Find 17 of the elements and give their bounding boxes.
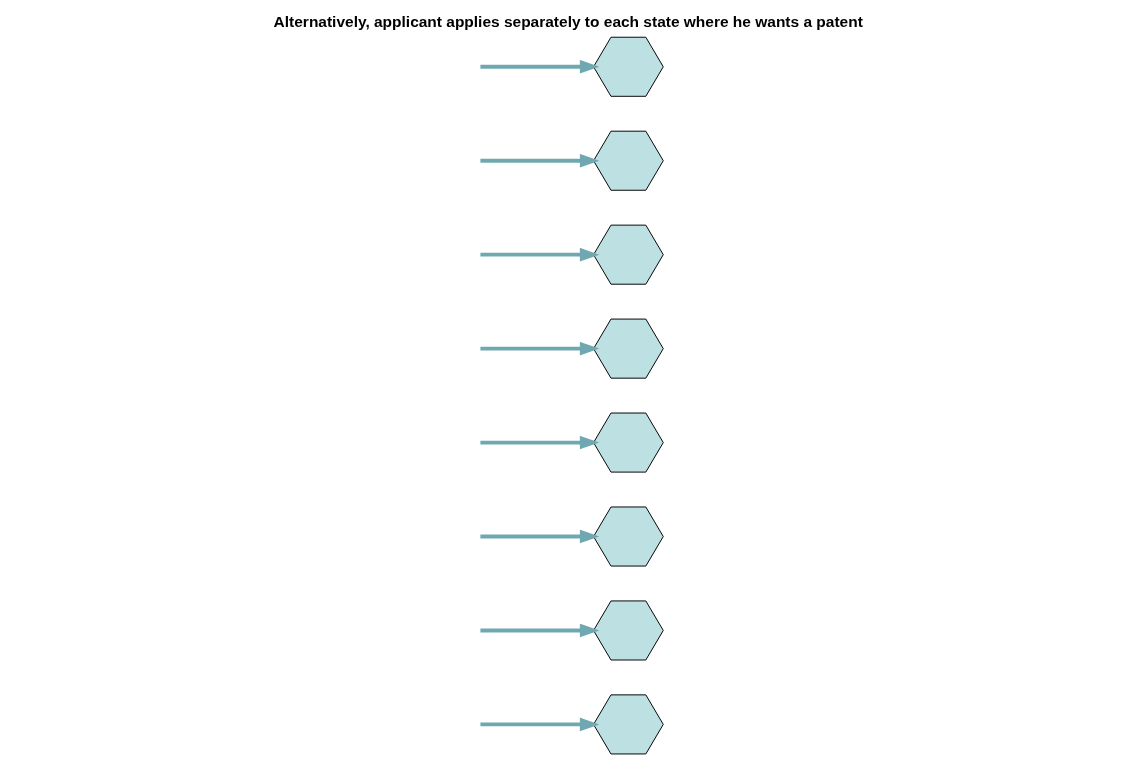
arrow [480, 247, 600, 262]
arrow [480, 341, 600, 356]
node-hexagon [593, 694, 664, 755]
arrow [480, 717, 600, 732]
arrow [480, 529, 600, 544]
diagram-title: Alternatively, applicant applies separately to each state where he wants a patent [273, 13, 863, 31]
arrow [480, 153, 600, 168]
node-hexagon [593, 506, 664, 567]
node-hexagon [593, 130, 664, 191]
arrow [480, 623, 600, 638]
node-hexagon [593, 224, 664, 285]
node-hexagon [593, 36, 664, 97]
node-hexagon [593, 412, 664, 473]
arrow [480, 59, 600, 74]
node-hexagon [593, 600, 664, 661]
arrow [480, 435, 600, 450]
node-hexagon [593, 318, 664, 379]
